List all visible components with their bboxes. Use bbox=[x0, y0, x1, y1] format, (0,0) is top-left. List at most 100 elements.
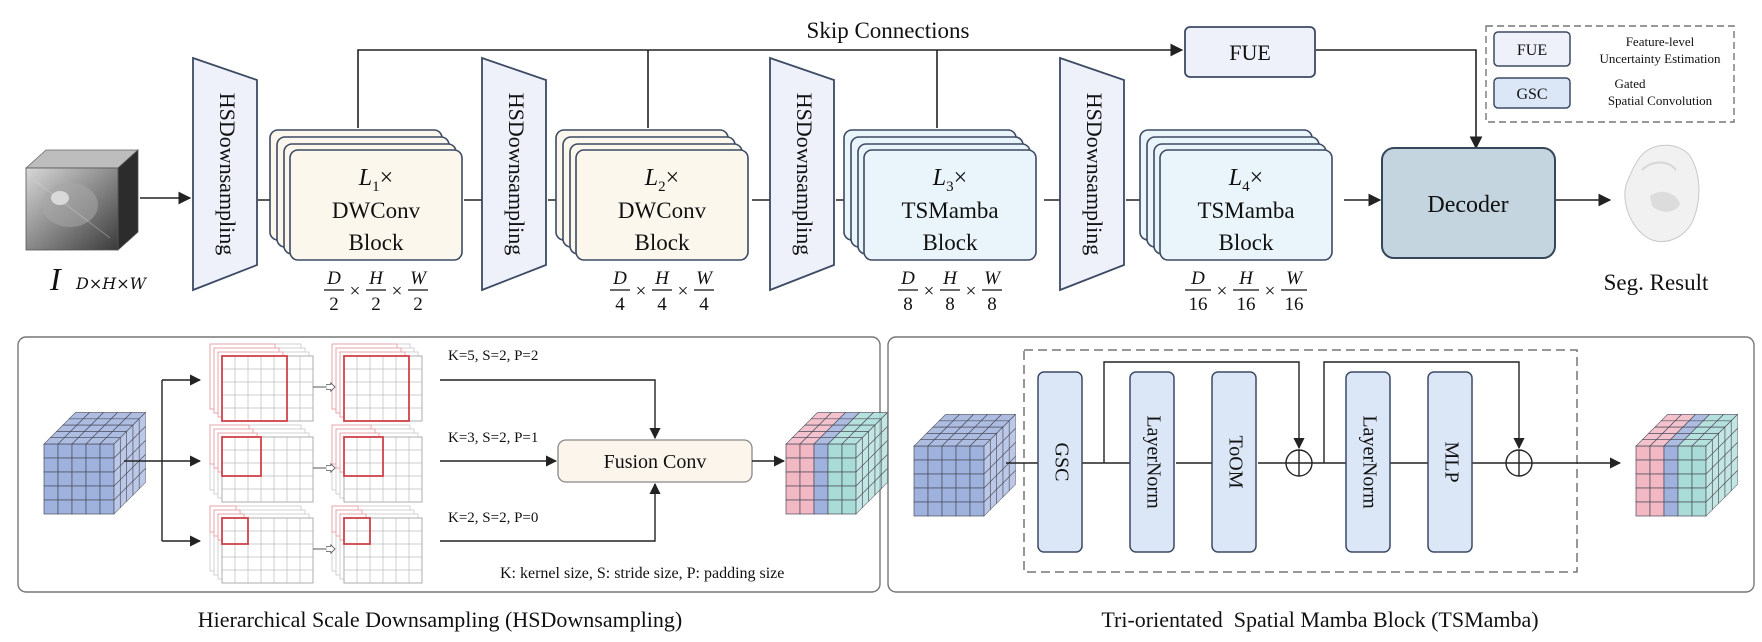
decoder-label: Decoder bbox=[1427, 192, 1508, 218]
input-ct-volume-icon bbox=[24, 149, 140, 251]
tsm-block-label: GSC bbox=[1050, 443, 1072, 482]
stage-block-type: DWConv bbox=[618, 198, 707, 223]
tsm-output-cube-icon bbox=[1635, 413, 1739, 517]
legend-fue-line2: Uncertainty Estimation bbox=[1600, 51, 1721, 66]
hsdownsampling-label: HSDownsampling bbox=[215, 93, 240, 256]
input-symbol: I bbox=[49, 261, 62, 297]
fraction-denominator: 4 bbox=[657, 294, 667, 315]
fraction-numerator: H bbox=[368, 268, 384, 289]
skip-connections-label: Skip Connections bbox=[807, 18, 970, 43]
hsd-branch-label: K=5, S=2, P=2 bbox=[448, 348, 538, 364]
fraction-times: × bbox=[1217, 281, 1228, 302]
fraction-times: × bbox=[678, 281, 689, 302]
tsm-block: LayerNorm bbox=[1129, 371, 1175, 553]
tsm-block: MLP bbox=[1427, 371, 1473, 553]
fraction-denominator: 16 bbox=[1189, 294, 1208, 315]
fraction-numerator: D bbox=[1190, 268, 1205, 289]
fraction-numerator: W bbox=[410, 268, 428, 289]
stage-title: L1× bbox=[358, 165, 393, 195]
tsm-block-label: LayerNorm bbox=[1358, 415, 1380, 509]
stage-block-word: Block bbox=[349, 230, 404, 255]
hsd-panel: K=5, S=2, P=2 K=3, S=2, P=1 K=2, S=2, P=… bbox=[17, 336, 889, 593]
fraction-denominator: 4 bbox=[615, 294, 625, 315]
tsm-blocks: GSC LayerNorm ToOM LayerNorm MLP bbox=[1037, 371, 1473, 553]
fraction-numerator: D bbox=[326, 268, 341, 289]
fraction-numerator: D bbox=[900, 268, 915, 289]
tsm-input-cube-icon bbox=[913, 413, 1017, 517]
fraction-denominator: 16 bbox=[1237, 294, 1256, 315]
add-symbol-icon bbox=[1505, 449, 1533, 477]
fraction-denominator: 2 bbox=[413, 294, 423, 315]
skip-connections: Skip Connections bbox=[357, 18, 1483, 150]
stage-title: L2× bbox=[644, 165, 679, 195]
hsdownsampling-label: HSDownsampling bbox=[792, 93, 817, 256]
fraction-denominator: 8 bbox=[945, 294, 955, 315]
stage-block-word: Block bbox=[635, 230, 690, 255]
feature-grid bbox=[331, 505, 423, 584]
input-label: I D×H×W bbox=[49, 261, 148, 297]
fusion-conv-label: Fusion Conv bbox=[604, 451, 707, 473]
hsdownsampling-label: HSDownsampling bbox=[1082, 93, 1107, 256]
hsd-branch-label: K=3, S=2, P=1 bbox=[448, 430, 538, 446]
fraction-times: × bbox=[966, 281, 977, 302]
tsm-block: ToOM bbox=[1211, 371, 1257, 553]
fraction-times: × bbox=[924, 281, 935, 302]
hsdownsampling-module: HSDownsampling bbox=[481, 56, 547, 292]
input-dims: D×H×W bbox=[75, 274, 148, 293]
stage-title: L4× bbox=[1228, 165, 1263, 195]
fraction-numerator: W bbox=[984, 268, 1002, 289]
feature-grid bbox=[209, 343, 314, 422]
fue-label: FUE bbox=[1229, 40, 1271, 65]
seg-result-label: Seg. Result bbox=[1604, 270, 1709, 295]
legend-gsc-key: GSC bbox=[1516, 86, 1547, 103]
stage-block-type: DWConv bbox=[332, 198, 421, 223]
feature-grid bbox=[331, 343, 423, 422]
add-symbol-icon bbox=[1285, 449, 1313, 477]
encoder-stages: L1×DWConvBlockD2×H2×W2L2×DWConvBlockD4×H… bbox=[269, 129, 1333, 315]
hsdownsampling-modules: HSDownsampling HSDownsampling HSDownsampli… bbox=[192, 56, 1125, 292]
tsm-block: GSC bbox=[1037, 371, 1083, 553]
fraction-times: × bbox=[1265, 281, 1276, 302]
stage-dimensions: D16×H16×W16 bbox=[1185, 268, 1307, 315]
fraction-denominator: 8 bbox=[903, 294, 913, 315]
feature-grid bbox=[209, 424, 314, 503]
fraction-denominator: 2 bbox=[371, 294, 381, 315]
hsdownsampling-module: HSDownsampling bbox=[769, 56, 835, 292]
fraction-denominator: 4 bbox=[699, 294, 709, 315]
legend-gsc-line1: Gated bbox=[1614, 76, 1646, 91]
stage-block-word: Block bbox=[1219, 230, 1274, 255]
legend-gsc-line2: Spatial Convolution bbox=[1608, 93, 1713, 108]
fraction-denominator: 8 bbox=[987, 294, 997, 315]
fraction-numerator: H bbox=[654, 268, 670, 289]
tsm-caption: Tri-orientated Spatial Mamba Block (TSMa… bbox=[1101, 607, 1538, 632]
fraction-numerator: W bbox=[696, 268, 714, 289]
hsd-output-cube-icon bbox=[785, 411, 889, 515]
hsd-caption: Hierarchical Scale Downsampling (HSDowns… bbox=[198, 607, 683, 632]
fue-box: FUE bbox=[1184, 26, 1316, 78]
stage-dimensions: D 4 × H 4 × W 4 bbox=[610, 268, 714, 315]
fraction-numerator: D bbox=[612, 268, 627, 289]
hsd-input-cube-icon bbox=[43, 411, 147, 515]
hsd-note: K: kernel size, S: stride size, P: paddi… bbox=[500, 565, 784, 582]
decoder-box: Decoder bbox=[1381, 147, 1556, 259]
legend: FUE Feature-level Uncertainty Estimation… bbox=[1485, 25, 1735, 123]
hsdownsampling-module: HSDownsampling bbox=[1059, 56, 1125, 292]
fraction-times: × bbox=[636, 281, 647, 302]
tsm-block-label: LayerNorm bbox=[1142, 415, 1164, 509]
hsd-kernel-grids bbox=[209, 343, 423, 584]
tsm-block: LayerNorm bbox=[1345, 371, 1391, 553]
stage-title: L3× bbox=[932, 165, 967, 195]
stage-block-word: Block bbox=[923, 230, 978, 255]
tsm-panel: GSC LayerNorm ToOM LayerNorm MLP bbox=[887, 336, 1755, 593]
fraction-denominator: 16 bbox=[1285, 294, 1304, 315]
hsd-branch-label: K=2, S=2, P=0 bbox=[448, 510, 538, 526]
fraction-numerator: H bbox=[1238, 268, 1254, 289]
tsm-block-label: MLP bbox=[1440, 441, 1462, 482]
hsdownsampling-label: HSDownsampling bbox=[504, 93, 529, 256]
legend-fue-key: FUE bbox=[1517, 42, 1547, 59]
legend-fue-line1: Feature-level bbox=[1626, 34, 1695, 49]
